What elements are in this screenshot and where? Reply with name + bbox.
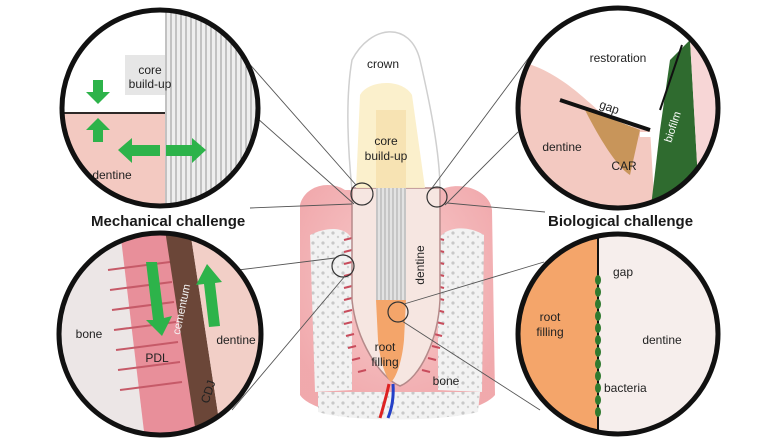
connector-lines: [231, 43, 545, 411]
zoom-rest-gap: gap: [598, 97, 622, 117]
arrow-down-pdl-icon: [146, 262, 172, 336]
arrow-up-icon: [86, 118, 110, 142]
zoom-frame-tl: [59, 7, 261, 209]
zoom-core-dentine: dentine: [92, 168, 132, 182]
zoom-core-label-2: build-up: [129, 77, 172, 91]
label-root-line2: filling: [371, 355, 398, 369]
zoom-rest-dentine: dentine: [542, 140, 582, 154]
divider-left: [249, 203, 353, 209]
zoom-root-bacteria: bacteria: [604, 381, 647, 395]
zoom-restoration: restoration gap biofilm dentine CAR: [518, 8, 718, 208]
cementum-band: [165, 233, 222, 435]
zoom-rest-car: CAR: [611, 159, 637, 173]
divider-right: [446, 202, 546, 213]
bacteria-chain: [595, 275, 601, 417]
heading-mechanical: Mechanical challenge: [91, 213, 245, 230]
zoom-pdl-pdl: PDL: [145, 351, 169, 365]
arrow-down-icon: [86, 80, 110, 104]
bone-bottom: [318, 392, 480, 420]
zoom-bone-region: [59, 233, 145, 435]
label-root-line1: root: [375, 340, 396, 354]
arrow-left-icon: [118, 138, 160, 163]
zoom-root-gap: gap: [613, 265, 633, 279]
restoration-edge: [559, 98, 651, 132]
blood-vessel-blue: [386, 383, 395, 419]
zoom-dentine-region: [518, 60, 655, 208]
alveolar-bone: [310, 228, 352, 392]
zoom-pdl-dentine: dentine: [216, 333, 256, 347]
core-build-up: [376, 110, 406, 188]
heading-biological: Biological challenge: [548, 213, 693, 230]
zoom-pdl-bone: bone: [76, 327, 103, 341]
car-region: [584, 108, 640, 175]
root-filling: [376, 300, 406, 382]
label-bone: bone: [433, 374, 460, 388]
mechanical-arrows: [86, 80, 206, 163]
label-dentine: dentine: [413, 245, 427, 285]
alveolar-bone-right: [438, 228, 484, 392]
label-crown: crown: [367, 57, 399, 71]
biofilm-strip: [650, 40, 700, 208]
focus-circle-pdl: [331, 254, 355, 278]
zoom-pdl-cdj: CDJ: [198, 379, 219, 406]
arrow-right-icon: [166, 138, 206, 163]
zoom-frame-bl: [56, 230, 264, 438]
zoom-rest-restoration: restoration: [590, 51, 647, 65]
focus-circle-core: [350, 182, 374, 206]
blood-vessel-red: [378, 383, 391, 419]
restoration-outline: [659, 44, 683, 111]
zoom-core-label-1: core: [138, 63, 162, 77]
pdl-arrows: [146, 262, 222, 336]
arrow-up-pdl-icon: [196, 264, 222, 327]
focus-circle-restoration: [426, 186, 448, 208]
zoom-root-dentine: dentine: [642, 333, 682, 347]
zoom-frame-tr: [515, 5, 721, 211]
label-core-line1: core: [374, 134, 398, 148]
zoom-root-label-1: root: [540, 310, 561, 324]
label-core-line2: build-up: [365, 149, 408, 163]
tooth-illustration: crown core build-up dentine root filling…: [300, 31, 495, 420]
zoom-root-label-2: filling: [536, 325, 563, 339]
focus-circle-root: [387, 301, 409, 323]
post: [376, 188, 406, 300]
enamel-strip: [690, 30, 718, 208]
zoom-frame-br: [515, 231, 721, 437]
zoom-pdl: bone cementum dentine PDL CDJ: [59, 233, 261, 435]
